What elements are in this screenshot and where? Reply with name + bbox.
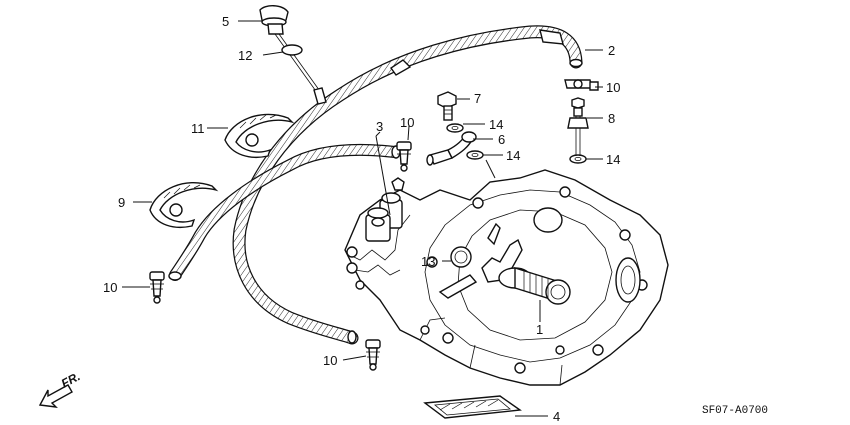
callout-14-upper: 14 (489, 117, 503, 132)
callout-8: 8 (608, 111, 615, 126)
clip-10-left (149, 271, 165, 304)
callout-5: 5 (222, 14, 229, 29)
callout-10-bottom: 10 (323, 353, 337, 368)
callout-10-left: 10 (103, 280, 117, 295)
callout-12: 12 (238, 48, 252, 63)
washer-14-right (569, 154, 587, 164)
arrow-icon (38, 384, 73, 408)
dipstick (259, 5, 327, 105)
bolt-8 (567, 97, 589, 156)
callout-10-right: 10 (606, 80, 620, 95)
o-ring-13 (450, 246, 472, 268)
o-ring-12 (281, 44, 303, 56)
figure-code: SF07-A0700 (702, 405, 768, 417)
gasket-4 (423, 395, 522, 419)
callout-1: 1 (536, 322, 543, 337)
washer-14-middle (466, 150, 484, 160)
callout-2: 2 (608, 43, 615, 58)
callout-labels: 5 12 2 10 7 8 14 6 14 14 3 10 11 9 10 10… (103, 14, 620, 424)
transmission-case (344, 169, 669, 386)
callout-10-center: 10 (400, 115, 414, 130)
clip-10-bottom (365, 339, 381, 371)
callout-11: 11 (191, 121, 205, 136)
callout-3: 3 (376, 119, 383, 134)
clip-10-right (564, 79, 599, 91)
front-direction-arrow: FR. (38, 369, 82, 408)
leader-lines (122, 20, 603, 417)
callout-4: 4 (553, 409, 560, 424)
washer-14-upper (446, 123, 464, 133)
band-9 (149, 182, 219, 228)
callout-9: 9 (118, 195, 125, 210)
bolt-7 (437, 91, 457, 121)
clip-10-center (396, 141, 412, 172)
band-11 (224, 113, 295, 158)
callout-7: 7 (474, 91, 481, 106)
callout-13: 13 (421, 254, 435, 269)
callout-14-right: 14 (606, 152, 620, 167)
callout-14-middle: 14 (506, 148, 520, 163)
breather-hose (232, 25, 583, 345)
callout-6: 6 (498, 132, 505, 147)
joint-pipe-6 (426, 131, 477, 166)
